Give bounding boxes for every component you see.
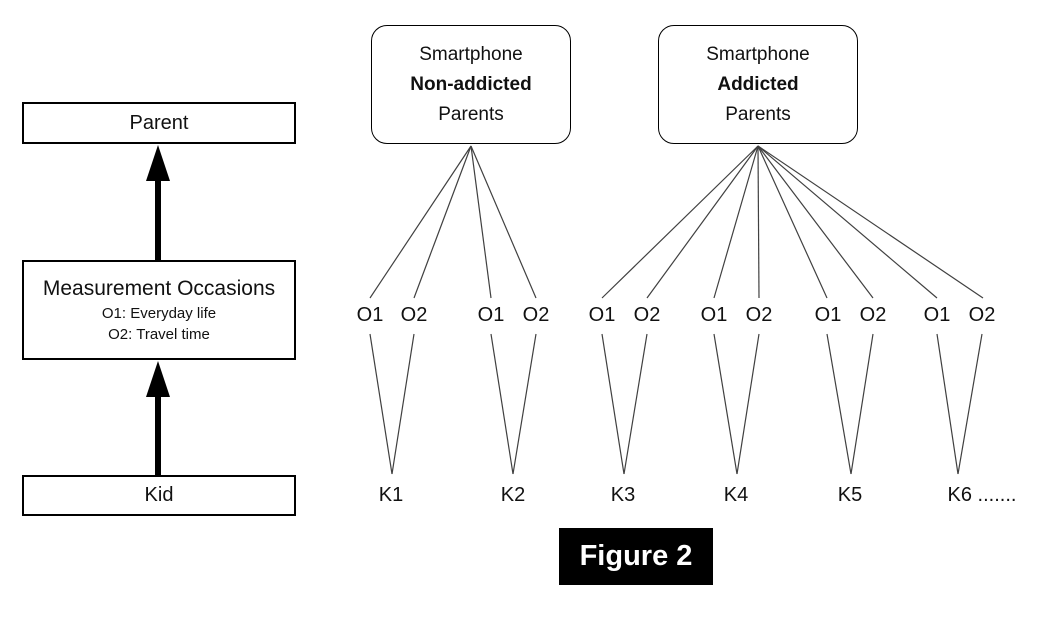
connector-line <box>369 145 472 299</box>
figure-caption: Figure 2 <box>559 528 713 585</box>
connector-line <box>470 145 537 299</box>
connector-line <box>601 145 759 299</box>
group-box-line: Smartphone <box>419 43 523 65</box>
kid-label-k4: K4 <box>723 484 749 506</box>
connector-line <box>391 333 415 475</box>
occasion-label-k2-o2: O2 <box>522 304 550 326</box>
occasion-label-k2-o1: O1 <box>477 304 505 326</box>
connector-line <box>957 333 983 475</box>
kid-box: Kid <box>22 475 296 516</box>
connector-line <box>713 333 738 475</box>
occasion-label-k5-o2: O2 <box>859 304 887 326</box>
measurement-box-o2-desc: O2: Travel time <box>108 326 210 343</box>
measurement-to-parent-arrow <box>146 145 170 260</box>
measurement-occasions-box: Measurement Occasions O1: Everyday life … <box>22 260 296 360</box>
connector-line <box>601 333 625 475</box>
occasion-label-k5-o1: O1 <box>814 304 842 326</box>
occasion-label-k6-o2: O2 <box>968 304 996 326</box>
parent-box: Parent <box>22 102 296 144</box>
occasion-label-k4-o1: O1 <box>700 304 728 326</box>
group-box-line: Smartphone <box>706 43 810 65</box>
connector-line <box>936 333 959 475</box>
measurement-box-title: Measurement Occasions <box>42 277 276 300</box>
kid-box-label: Kid <box>144 484 174 506</box>
group-box-line: Parents <box>725 103 791 125</box>
non-addicted-parents-box: Smartphone Non-addicted Parents <box>371 25 571 144</box>
connector-line <box>757 145 828 299</box>
connector-line <box>470 145 492 299</box>
connector-line <box>646 145 759 299</box>
arrow-head-up <box>146 361 170 397</box>
connector-line <box>512 333 537 475</box>
connector-line <box>736 333 760 475</box>
addicted-fan-lines <box>601 145 984 299</box>
connector-line <box>757 145 874 299</box>
group-box-line-bold: Addicted <box>717 73 799 95</box>
connector-line <box>757 145 760 299</box>
non-addicted-fan-lines <box>369 145 537 299</box>
occasions-to-kid-lines <box>369 333 983 475</box>
kid-label-k6: K6 ....... <box>947 484 1017 506</box>
connector-line <box>850 333 874 475</box>
kid-label-k2: K2 <box>500 484 526 506</box>
arrow-head-up <box>146 145 170 181</box>
connector-line <box>623 333 648 475</box>
connector-line <box>757 145 938 299</box>
kid-label-k1: K1 <box>378 484 404 506</box>
kid-label-k3: K3 <box>610 484 636 506</box>
parent-box-label: Parent <box>129 111 189 134</box>
occasion-label-k4-o2: O2 <box>745 304 773 326</box>
group-box-line: Parents <box>438 103 504 125</box>
addicted-parents-box: Smartphone Addicted Parents <box>658 25 858 144</box>
connector-line <box>413 145 472 299</box>
occasion-label-k3-o1: O1 <box>588 304 616 326</box>
occasion-label-k6-o1: O1 <box>923 304 951 326</box>
occasion-label-k1-o1: O1 <box>356 304 384 326</box>
connector-line <box>757 145 984 299</box>
figure-caption-text: Figure 2 <box>579 540 693 572</box>
connector-line <box>826 333 852 475</box>
kid-label-k5: K5 <box>837 484 863 506</box>
connector-line <box>713 145 759 299</box>
measurement-box-o1-desc: O1: Everyday life <box>101 305 217 322</box>
kid-to-measurement-arrow <box>146 361 170 475</box>
group-box-line-bold: Non-addicted <box>410 73 532 95</box>
occasion-label-k1-o2: O2 <box>400 304 428 326</box>
occasion-label-k3-o2: O2 <box>633 304 661 326</box>
connector-line <box>369 333 393 475</box>
connector-line <box>490 333 514 475</box>
